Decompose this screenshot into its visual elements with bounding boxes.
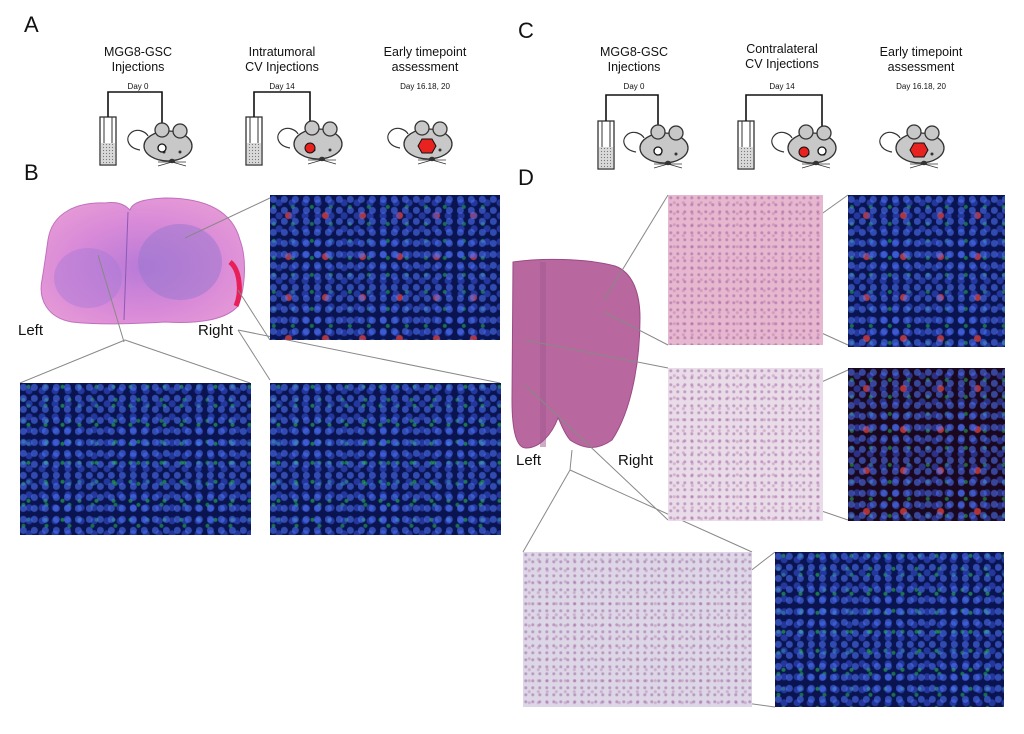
d-he-image-bottom <box>523 552 752 707</box>
c-step2-title: Contralateral CV Injections <box>745 42 819 71</box>
b-fluorescence-image-right <box>270 383 501 535</box>
b-right-label: Right <box>198 322 234 339</box>
a-step1-title: MGG8-GSC Injections <box>103 45 173 74</box>
c-step3-title: Early timepoint assessment <box>879 45 963 74</box>
b-fluorescence-image-top <box>270 195 500 340</box>
b-fluorescence-image-left <box>20 383 251 535</box>
d-he-image-middle <box>668 368 823 521</box>
c-step1-title: MGG8-GSC Injections <box>599 45 669 74</box>
d-fluorescence-image-bottom <box>775 552 1004 707</box>
d-right-label: Right <box>618 452 654 469</box>
c-step2-day: Day 14 <box>769 82 795 91</box>
d-fluorescence-image-middle <box>848 368 1005 521</box>
c-step3-day: Day 16.18, 20 <box>896 82 946 91</box>
panel-letter-c: C <box>518 18 534 43</box>
panel-letter-d: D <box>518 165 534 190</box>
a-step3-title: Early timepoint assessment <box>383 45 467 74</box>
a-step1-day: Day 0 <box>127 82 149 91</box>
panel-letter-b: B <box>24 160 39 185</box>
panel-letter-a: A <box>24 12 39 37</box>
a-step2-day: Day 14 <box>269 82 295 91</box>
a-step3-day: Day 16.18, 20 <box>400 82 450 91</box>
d-fluorescence-image-top <box>848 195 1005 347</box>
d-he-image-top <box>668 195 823 345</box>
b-left-label: Left <box>18 322 44 339</box>
d-left-label: Left <box>516 452 542 469</box>
c-step1-day: Day 0 <box>623 82 645 91</box>
a-step2-title: Intratumoral CV Injections <box>245 45 319 74</box>
